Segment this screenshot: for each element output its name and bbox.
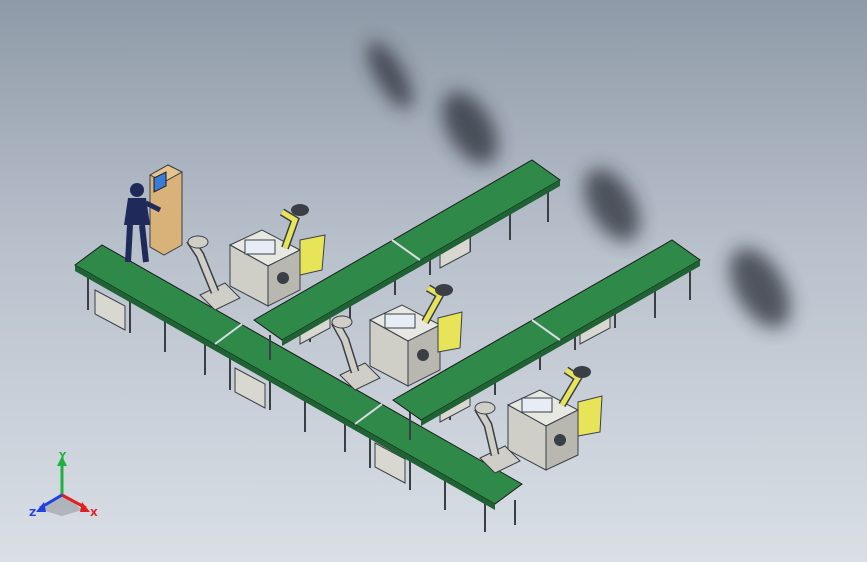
- robot-arm-3[interactable]: [474, 401, 521, 474]
- y-axis-label: Y: [58, 451, 67, 462]
- z-axis-label: Z: [29, 508, 36, 519]
- axis-triad-icon: Y X Z: [29, 451, 98, 519]
- branch-conveyor-1[interactable]: [253, 159, 561, 346]
- feeder-robot-2[interactable]: [421, 284, 463, 353]
- x-axis-label: X: [90, 508, 98, 519]
- background-shadows: [367, 41, 791, 328]
- branch-conveyor-2[interactable]: [392, 239, 701, 426]
- main-conveyor-cabinets: [94, 289, 406, 484]
- control-panel[interactable]: [148, 164, 184, 256]
- operator-figure: [124, 183, 162, 263]
- workstation-1[interactable]: [228, 229, 302, 307]
- robot-arm-2[interactable]: [331, 315, 381, 391]
- feeder-robot-1[interactable]: [279, 204, 326, 276]
- workstation-3[interactable]: [506, 389, 580, 471]
- robot-arm-1[interactable]: [186, 235, 241, 311]
- workstation-2[interactable]: [368, 304, 442, 387]
- feeder-robot-3[interactable]: [558, 366, 603, 437]
